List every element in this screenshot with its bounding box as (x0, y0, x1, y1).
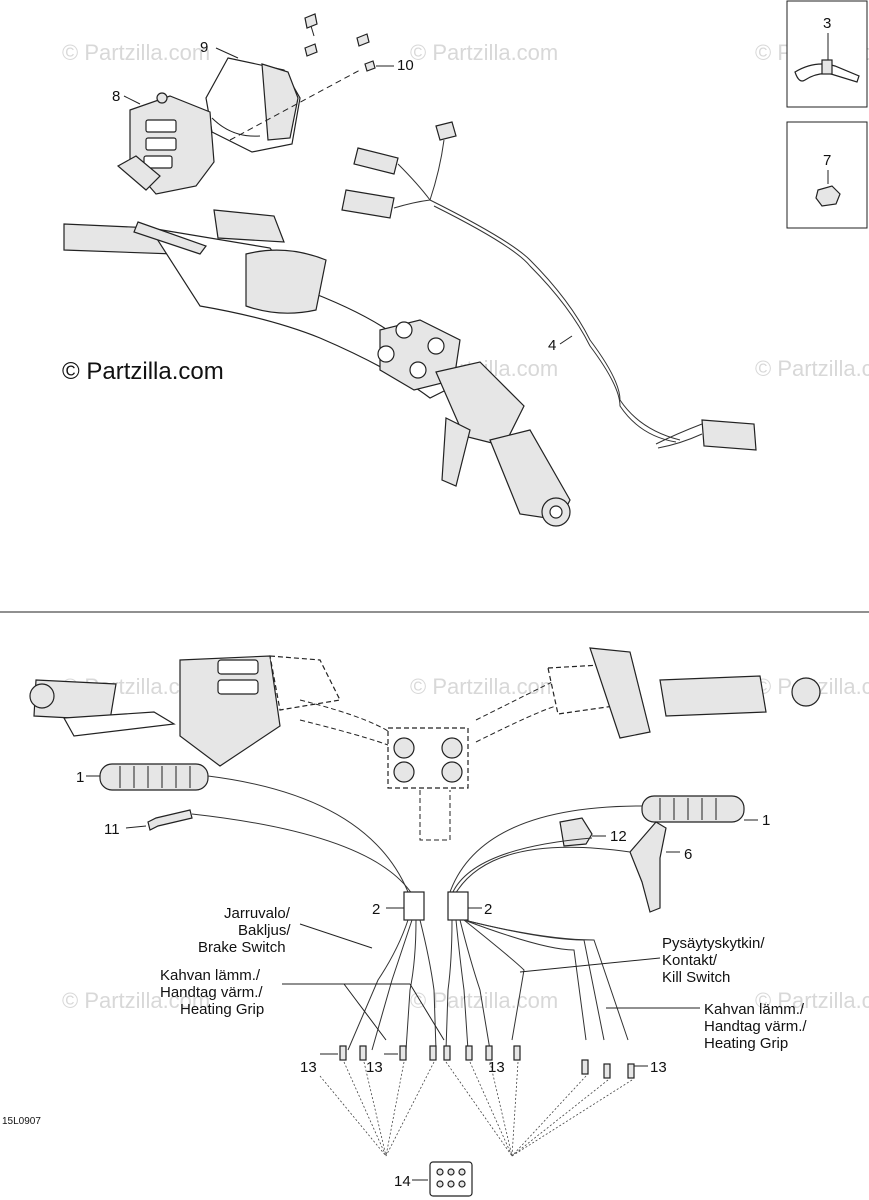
caption-line: Kontakt/ (662, 952, 718, 969)
callout-13-d: 13 (650, 1059, 667, 1076)
callout-2-right: 2 (484, 901, 492, 918)
caption-heating-grip-left: Kahvan lämm./ Handtag värm./ Heating Gri… (160, 967, 445, 1041)
clip-12 (559, 817, 593, 847)
bracket-6 (629, 821, 667, 913)
callout-4: 4 (548, 337, 556, 354)
callout-12: 12 (610, 828, 627, 845)
caption-line: Kahvan lämm./ (160, 967, 261, 984)
caption-kill-switch: Pysäytyskytkin/ Kontakt/ Kill Switch (519, 935, 765, 986)
copyright-mark: © Partzilla.com (62, 358, 224, 385)
callout-8: 8 (112, 88, 120, 105)
callout-6: 6 (684, 846, 692, 863)
caption-line: Bakljus/ (238, 922, 291, 939)
callout-9: 9 (200, 39, 208, 56)
drawing-code: 15L0907 (2, 1116, 41, 1127)
watermark: © Partzilla.com (755, 356, 869, 381)
switch-assembly (116, 92, 215, 195)
watermark: © Partzilla.com (62, 988, 210, 1013)
callout-10: 10 (397, 57, 414, 74)
caption-line: Heating Grip (704, 1035, 788, 1052)
switch-housing-cover (205, 57, 361, 153)
heated-grip-left (99, 763, 209, 791)
callout-3: 3 (823, 15, 831, 32)
callout-14: 14 (394, 1173, 411, 1190)
watermark: © Partzilla.com (410, 988, 558, 1013)
wiring-harness-2 (191, 775, 643, 1051)
part-3-box: 3 (786, 0, 868, 108)
watermark: © Partzilla.com (62, 40, 210, 65)
caption-line: Kahvan lämm./ (704, 1001, 805, 1018)
callout-13-b: 13 (366, 1059, 383, 1076)
handlebar-assembly-bottom (29, 647, 821, 841)
watermark: © Partzilla.com (410, 674, 558, 699)
wiring-harness-4 (341, 121, 757, 451)
callout-11: 11 (104, 821, 120, 838)
screws (304, 13, 376, 72)
caption-line: Kill Switch (662, 969, 730, 986)
heated-grip-right (641, 795, 745, 823)
callout-2-left: 2 (372, 901, 380, 918)
caption-line: Heating Grip (180, 1001, 264, 1018)
part-7-box: 7 (786, 121, 868, 229)
caption-heating-grip-right: Kahvan lämm./ Handtag värm./ Heating Gri… (606, 1001, 807, 1052)
caption-line: Handtag värm./ (160, 984, 263, 1001)
watermark: © Partzilla.com (410, 40, 558, 65)
callout-13-a: 13 (300, 1059, 317, 1076)
callout-7: 7 (823, 152, 831, 169)
caption-brake-switch: Jarruvalo/ Bakljus/ Brake Switch (198, 905, 373, 956)
dotted-leaders (319, 1061, 633, 1157)
caption-line: Pysäytyskytkin/ (662, 935, 765, 952)
watermark: © Partzilla.com (755, 988, 869, 1013)
connector-14 (429, 1161, 473, 1197)
handlebar-assembly-top (63, 209, 571, 527)
caption-line: Brake Switch (198, 939, 286, 956)
caption-line: Handtag värm./ (704, 1018, 807, 1035)
callout-13-c: 13 (488, 1059, 505, 1076)
callout-1-left: 1 (76, 769, 84, 786)
caption-line: Jarruvalo/ (224, 905, 291, 922)
terminals (339, 1045, 635, 1079)
switch-11 (147, 809, 193, 831)
callout-1-right: 1 (762, 812, 770, 829)
